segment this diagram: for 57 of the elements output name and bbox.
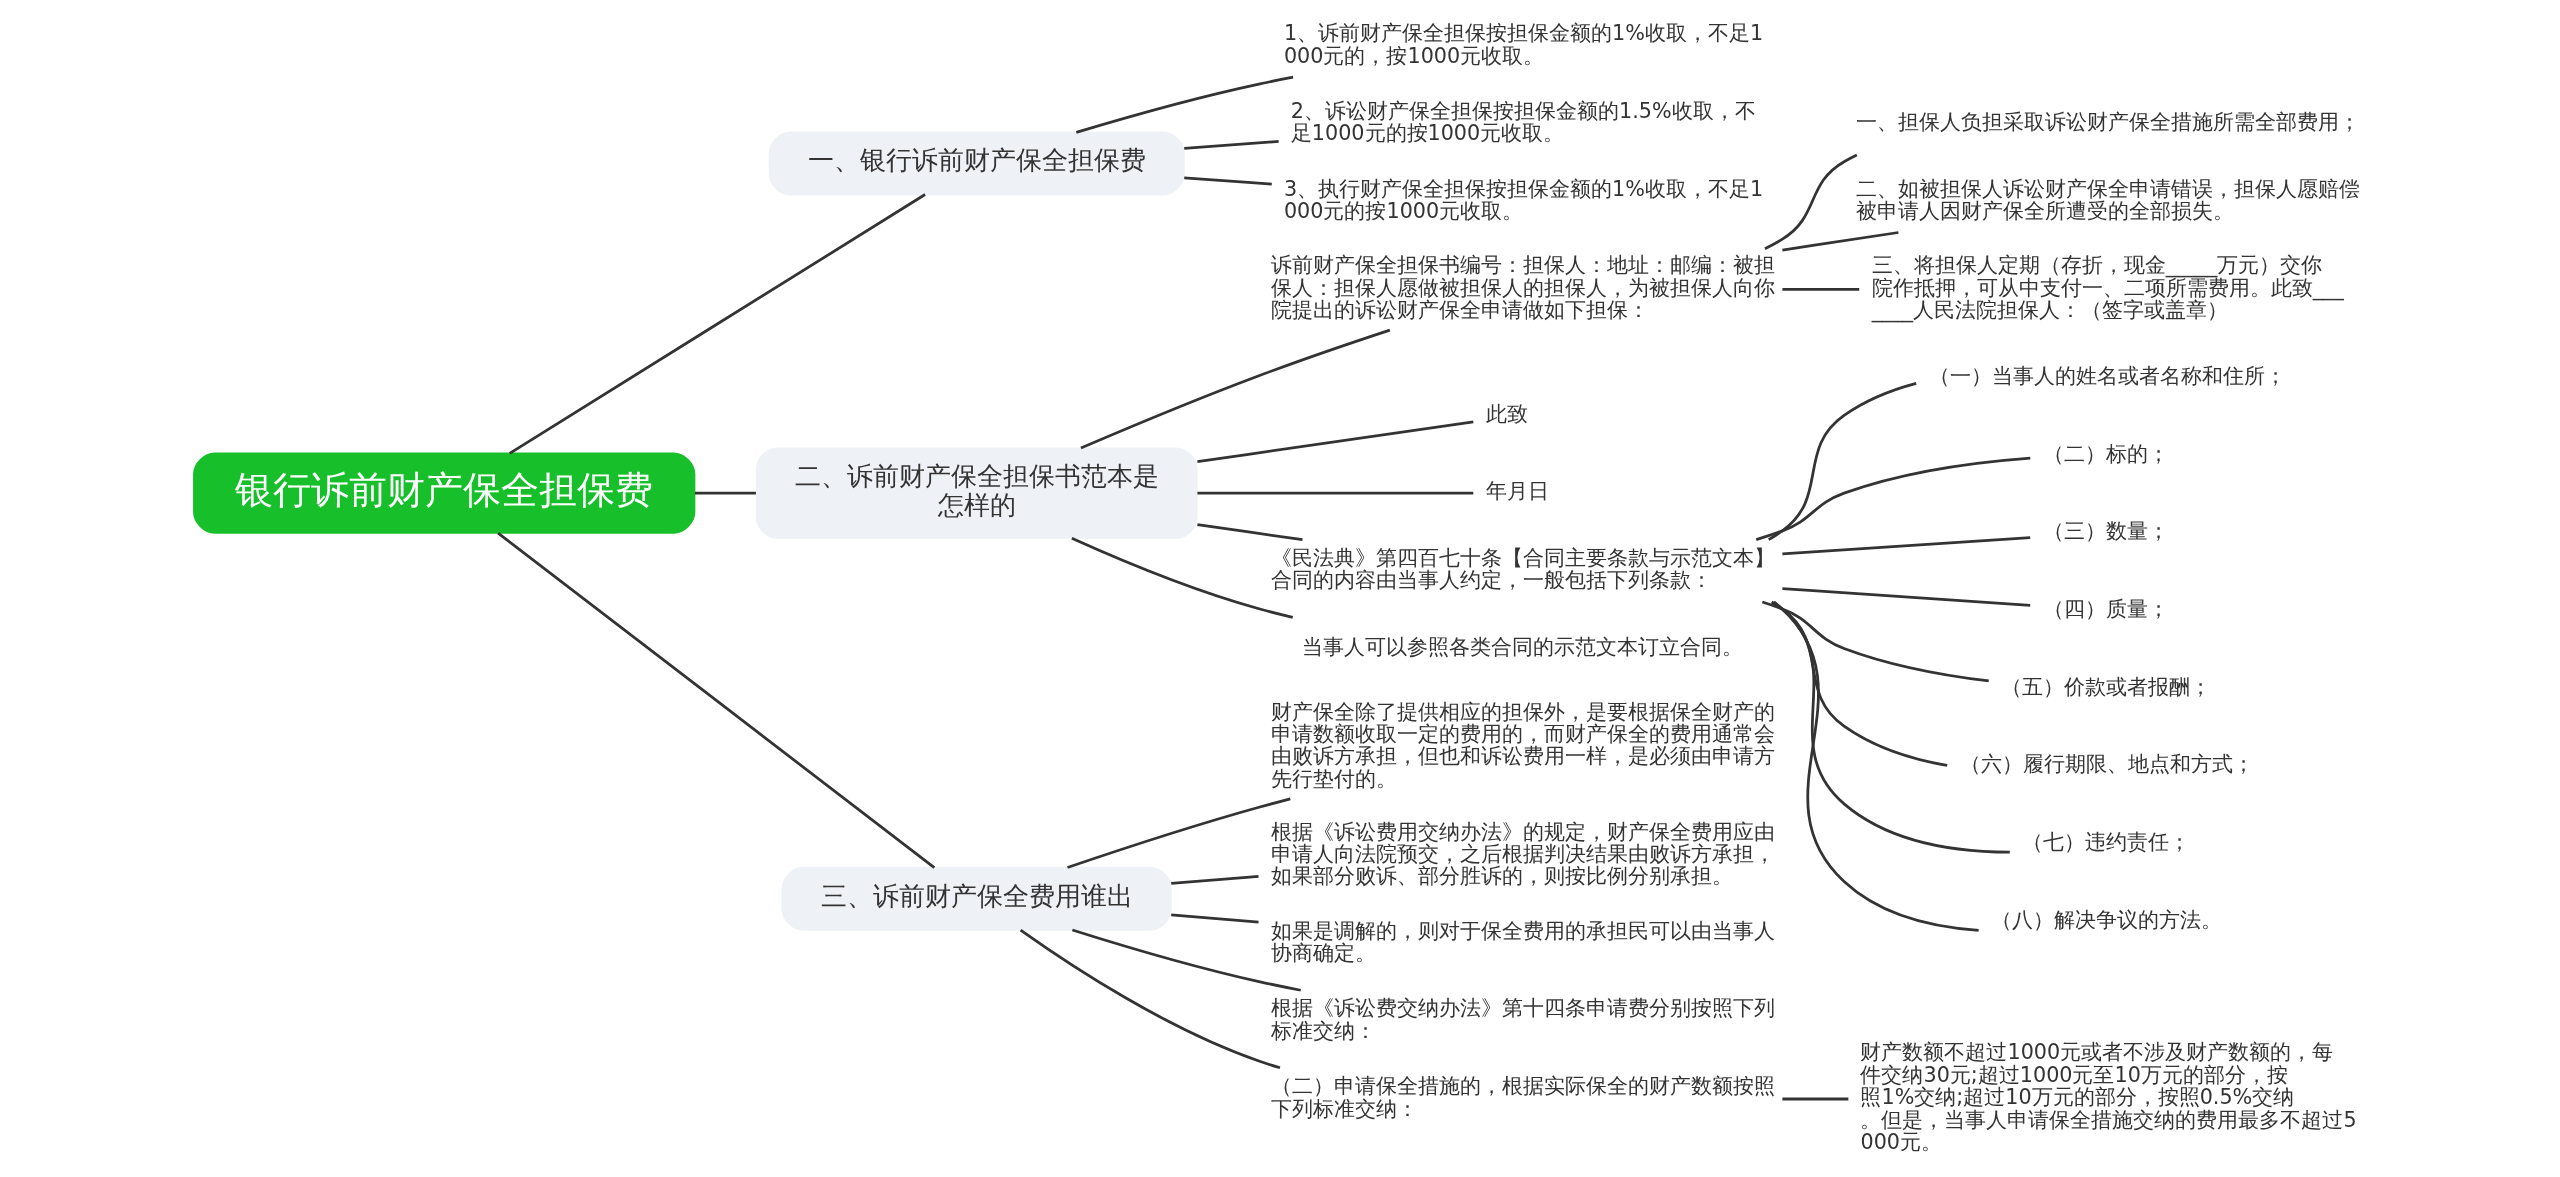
connector — [1781, 587, 2030, 607]
connector — [1196, 523, 1303, 542]
node-text: （二）申请保全措施的，根据实际保全的财产数额按照下列标准交纳： — [1270, 1074, 1775, 1121]
node-text: 二、如被担保人诉讼财产保全申请错误，担保人愿赔偿被申请人因财产保全所遭受的全部损失。 — [1855, 176, 2360, 223]
connector — [1772, 600, 2010, 854]
node-text: （二）标的； — [2042, 441, 2169, 466]
connector — [1781, 1097, 1848, 1101]
node-box: 银行诉前财产保全担保费 — [192, 452, 695, 534]
connector — [508, 193, 926, 455]
node-text: 年月日 — [1485, 479, 1549, 504]
node-text: （四）质量； — [2042, 596, 2169, 621]
connector — [1071, 928, 1301, 992]
node-text: 根据《诉讼费交纳办法》第十四条申请费分别按照下列标准交纳： — [1270, 996, 1775, 1043]
connector — [1183, 176, 1272, 186]
connector — [1075, 75, 1293, 134]
connector — [1079, 328, 1390, 450]
node-text: 诉前财产保全担保书编号：担保人：地址：邮编：被担保人：担保人愿做被担保人的担保人，为被担保人向你院提出的诉讼财产保全申请做如下担保： — [1270, 253, 1775, 323]
node-text: （六）履行期限、地点和方式； — [1959, 752, 2254, 777]
node-box: 二、诉前财产保全担保书范本是怎样的 — [755, 447, 1198, 539]
node-text: 一、担保人负担采取诉讼财产保全措施所需全部费用； — [1855, 110, 2360, 135]
node-text: 《民法典》第四百七十条【合同主要条款与示范文本】合同的内容由当事人约定，一般包括下列条款： — [1270, 545, 1775, 593]
connector — [1781, 288, 1859, 291]
connector — [1196, 491, 1473, 495]
node-text: （七）违约责任； — [2021, 829, 2190, 854]
connector — [1070, 537, 1293, 619]
node-text: （八）解决争议的方法。 — [1990, 907, 2222, 932]
connector — [1183, 140, 1279, 150]
connector — [1170, 913, 1259, 924]
node-box: 三、诉前财产保全费用谁出 — [781, 866, 1172, 931]
node-text: （一）当事人的姓名或者名称和住所； — [1928, 363, 2286, 388]
node-text: 如果是调解的，则对于保全费用的承担民可以由当事人协商确定。 — [1270, 918, 1775, 966]
node-text: 财产保全除了提供相应的担保外，是要根据保全财产的申请数额收取一定的费用的，而财产保全的费用通常会由败诉方承担，但也和诉讼费用一样，是必须由申请方先行垫付的。 — [1270, 699, 1775, 791]
node-text: 根据《诉讼费用交纳办法》的规定，财产保全费用应由申请人向法院预交，之后根据判决结果由败诉方承担，如果部分败诉、部分胜诉的，则按比例分别承担。 — [1270, 819, 1775, 889]
node-text: 1、诉前财产保全担保按担保金额的1%收取，不足1000元的，按1000元收取。 — [1283, 21, 1763, 68]
node-text: （三）数量； — [2042, 519, 2169, 544]
connector — [1019, 928, 1280, 1070]
connector — [1770, 600, 1947, 767]
connector — [1767, 382, 1917, 541]
node-text: 3、执行财产保全担保按担保金额的1%收取，不足1000元的按1000元收取。 — [1283, 176, 1763, 223]
connector — [1196, 420, 1473, 463]
node-text: （五）价款或者报酬； — [2000, 674, 2211, 699]
node-text: 2、诉讼财产保全担保按担保金额的1.5%收取，不足1000元的按1000元收取。 — [1290, 98, 1756, 146]
connector — [694, 491, 756, 495]
connector — [1781, 231, 1899, 252]
connector — [1170, 875, 1259, 885]
connector — [1772, 601, 1979, 932]
connector — [1761, 600, 1989, 683]
node-text: 财产数额不超过1000元或者不涉及财产数额的，每件交纳30元;超过1000元至10万元的部分，按照1%交纳;超过10万元的部分，按照0.5%交纳。但是，当事人申请保全措施交纳的费用最多不超过5000元。 — [1859, 1040, 2357, 1155]
connector — [1755, 456, 2030, 541]
connector — [1763, 153, 1857, 250]
node-box: 一、银行诉前财产保全担保费 — [768, 131, 1185, 196]
node-text: 此致 — [1485, 401, 1528, 426]
node-text: 当事人可以参照各类合同的示范文本订立合同。 — [1301, 634, 1743, 659]
connector — [1066, 797, 1291, 869]
connector — [496, 532, 935, 869]
node-text: 三、将担保人定期（存折，现金_____万元）交你院作抵押，可从中支付一、二项所需费用。此致_______人民法院担保人：（签字或盖章） — [1871, 253, 2344, 323]
connector — [1781, 536, 2030, 556]
